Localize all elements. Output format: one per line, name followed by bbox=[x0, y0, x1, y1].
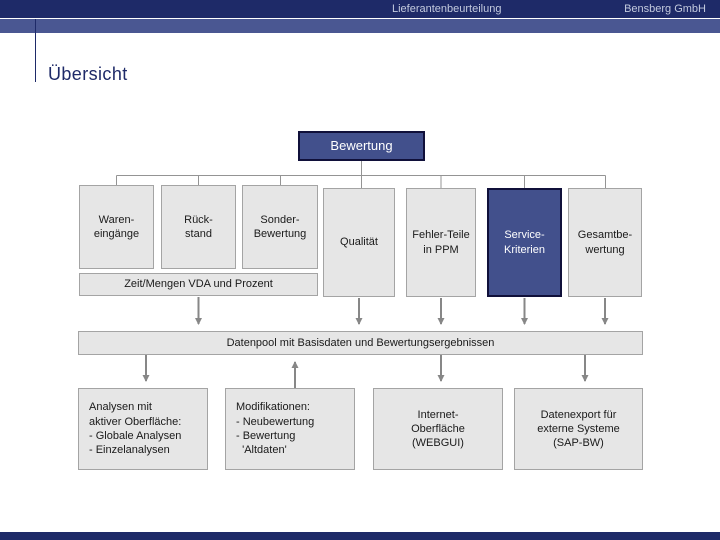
note-zeit-mengen-vda: Zeit/Mengen VDA und Prozent bbox=[79, 273, 318, 296]
header-doc-title: Lieferantenbeurteilung bbox=[392, 3, 502, 15]
header-bar: Lieferantenbeurteilung Bensberg GmbH bbox=[0, 0, 720, 18]
node-analysen: Analysen mit aktiver Oberfläche: - Globa… bbox=[78, 388, 208, 470]
node-sonderbewertung: Sonder- Bewertung bbox=[242, 185, 318, 269]
node-fehlerteile-ppm: Fehler-Teile in PPM bbox=[406, 188, 476, 297]
node-bewertung: Bewertung bbox=[298, 131, 425, 161]
node-wareneingaenge: Waren- eingänge bbox=[79, 185, 154, 269]
node-internet-oberflaeche: Internet- Oberfläche (WEBGUI) bbox=[373, 388, 503, 470]
header-company-name: Bensberg GmbH bbox=[624, 3, 706, 15]
node-qualitaet: Qualität bbox=[323, 188, 395, 297]
node-servicekriterien: Service- Kriterien bbox=[487, 188, 562, 297]
node-rueckstand: Rück- stand bbox=[161, 185, 236, 269]
node-modifikationen: Modifikationen: - Neubewertung - Bewertu… bbox=[225, 388, 355, 470]
header-accent-bar bbox=[0, 19, 720, 33]
title-rule bbox=[35, 19, 36, 82]
node-datenpool: Datenpool mit Basisdaten und Bewertungse… bbox=[78, 331, 643, 355]
node-datenexport: Datenexport für externe Systeme (SAP-BW) bbox=[514, 388, 643, 470]
page-title: Übersicht bbox=[48, 64, 128, 84]
footer-bar bbox=[0, 532, 720, 540]
node-gesamtbewertung: Gesamtbe- wertung bbox=[568, 188, 642, 297]
